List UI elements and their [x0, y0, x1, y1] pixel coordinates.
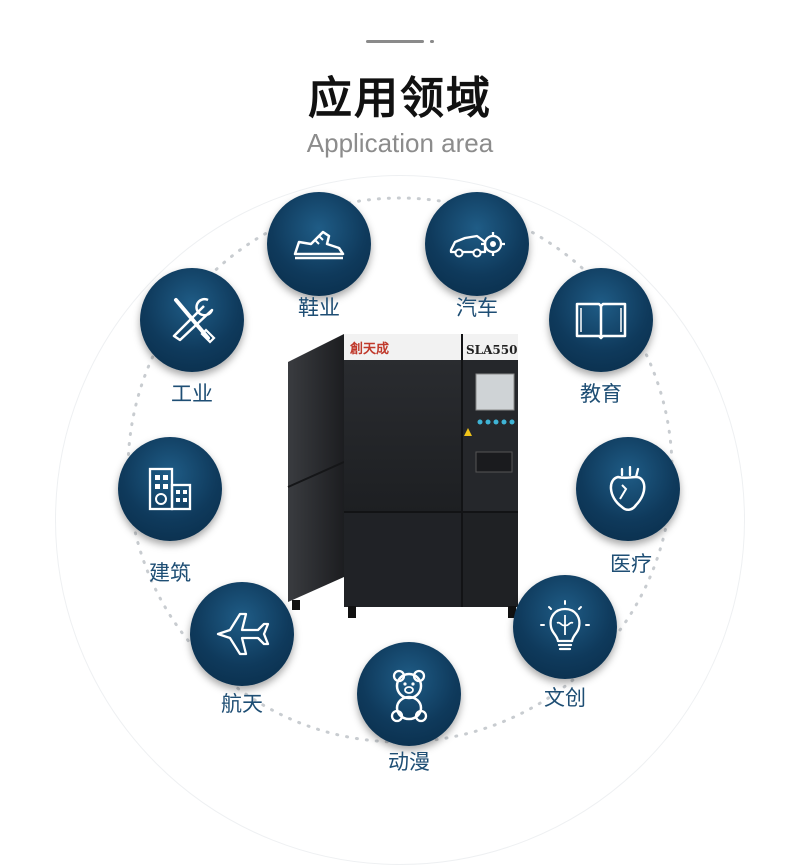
car-badge: [425, 192, 529, 296]
area-label: 动漫: [388, 750, 430, 774]
area-label: 医疗: [610, 552, 652, 576]
book-icon: [575, 302, 627, 340]
book-badge: [549, 268, 653, 372]
machine-model: SLA550: [466, 343, 517, 357]
tools-icon: [172, 297, 216, 344]
airplane-icon: [216, 612, 270, 656]
shoe-badge: [267, 192, 371, 296]
building-badge: [118, 437, 222, 541]
heart-badge: [576, 437, 680, 541]
teddy-badge: [357, 642, 461, 746]
area-label: 文创: [544, 686, 586, 710]
lightbulb-brain-icon: [540, 600, 590, 651]
heart-organ-icon: [609, 465, 646, 511]
area-label: 航天: [221, 692, 263, 716]
area-label: 鞋业: [298, 296, 340, 320]
sla-printer-machine: 創天成 SLA550: [287, 334, 518, 618]
machine-brand: 創天成: [349, 341, 389, 357]
tools-badge: [140, 268, 244, 372]
page-title: 应用领域: [308, 73, 492, 124]
shoe-icon: [293, 230, 345, 260]
car-gear-icon: [449, 232, 505, 258]
teddy-bear-icon: [390, 669, 428, 723]
header-decoration: [366, 40, 434, 43]
building-icon: [148, 467, 192, 511]
area-label: 教育: [580, 382, 622, 406]
page-subtitle: Application area: [306, 128, 494, 158]
airplane-badge: [190, 582, 294, 686]
area-label: 汽车: [456, 296, 498, 320]
area-label: 工业: [171, 382, 213, 406]
area-label: 建筑: [149, 561, 191, 585]
lightbulb-badge: [513, 575, 617, 679]
